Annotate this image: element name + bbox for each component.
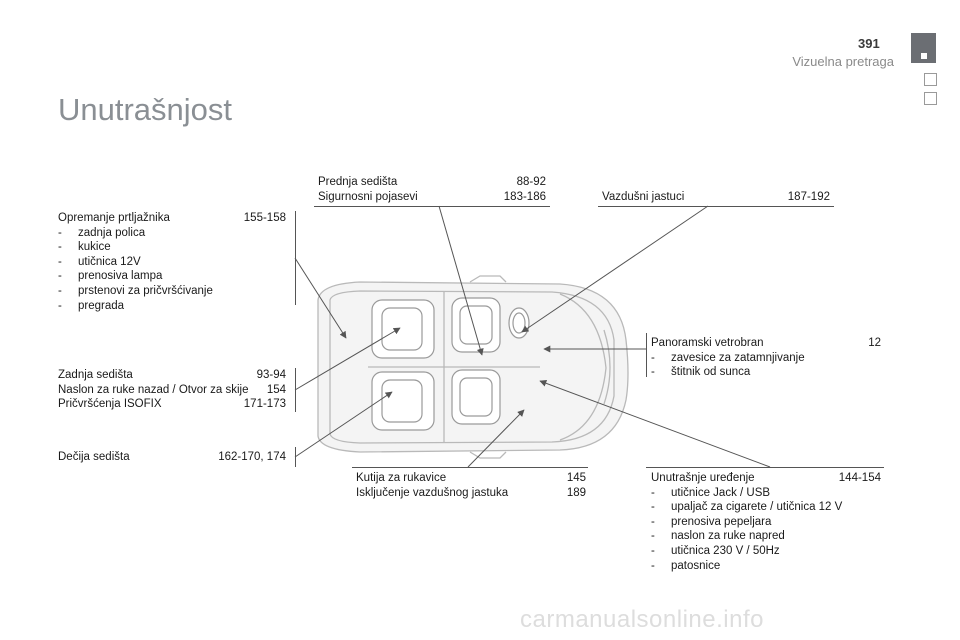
list-item: -utičnica 12V xyxy=(58,255,141,268)
leader-lines xyxy=(294,205,771,468)
block-interior-fittings: Unutrašnje uređenje 144-154 -utičnice Jac… xyxy=(651,471,881,573)
list-item: -prenosiva lampa xyxy=(58,270,163,283)
section-tab-inactive-2 xyxy=(924,92,937,105)
square-icon xyxy=(921,53,927,59)
entry-label: Pričvršćenja ISOFIX xyxy=(58,398,162,411)
entry-pages: 93-94 xyxy=(256,369,286,381)
block-child-seats: Dečija sedišta 162-170, 174 xyxy=(58,450,286,465)
list-item: -utičnica 230 V / 50Hz xyxy=(651,544,780,557)
airbags-row: Vazdušni jastuci 187-192 xyxy=(602,190,830,205)
entry-label: Kutija za rukavice xyxy=(356,472,447,484)
glovebox-row: Kutija za rukavice 145 xyxy=(356,471,586,486)
entry-pages: 171-173 xyxy=(243,398,286,411)
list-item: -patosnice xyxy=(651,559,721,572)
list-item: -prstenovi za pričvršćivanje xyxy=(58,284,213,297)
entry-pages: 12 xyxy=(868,337,881,349)
front-seats-row: Prednja sedišta 88-92 xyxy=(318,175,546,190)
block-glovebox: Kutija za rukavice 145 Isključenje vazduš… xyxy=(356,471,586,500)
entry-label: Naslon za ruke nazad / Otvor za skije xyxy=(58,383,249,396)
list-item: -štitnik od sunca xyxy=(651,366,751,379)
entry-label: Panoramski vetrobran xyxy=(651,337,764,349)
rule-interior-fittings xyxy=(646,467,884,468)
child-seats-row: Dečija sedišta 162-170, 174 xyxy=(58,450,286,465)
entry-pages: 187-192 xyxy=(787,191,830,203)
entry-pages: 189 xyxy=(566,486,586,499)
list-item: -naslon za ruke napred xyxy=(651,530,785,543)
block-front-seats: Prednja sedišta 88-92 Sigurnosni pojasevi… xyxy=(318,175,546,204)
windscreen-row: Panoramski vetrobran 12 xyxy=(651,336,881,351)
interior-fittings-row: Unutrašnje uređenje 144-154 xyxy=(651,471,881,486)
entry-pages: 145 xyxy=(566,472,586,484)
rear-seats xyxy=(371,299,435,431)
airbag-deactivation-row: Isključenje vazdušnog jastuka 189 xyxy=(356,486,586,501)
rear-seats-row: Zadnja sedišta 93-94 xyxy=(58,368,286,383)
list-item: -upaljač za cigarete / utičnica 12 V xyxy=(651,501,843,514)
entry-label: Vazdušni jastuci xyxy=(602,191,685,203)
page-title: Unutrašnjost xyxy=(58,92,233,127)
entry-pages: 88-92 xyxy=(516,176,546,188)
rule-glovebox xyxy=(352,467,588,468)
boot-fittings-row: Opremanje prtljažnika 155-158 xyxy=(58,211,286,226)
entry-label: Dečija sedišta xyxy=(58,451,130,463)
entry-label: Prednja sedišta xyxy=(318,176,398,188)
block-boot-fittings: Opremanje prtljažnika 155-158 -zadnja pol… xyxy=(58,211,286,313)
entry-label: Isključenje vazdušnog jastuka xyxy=(356,486,509,499)
list-item: -utičnice Jack / USB xyxy=(651,486,771,499)
list-item: -zavesice za zatamnjivanje xyxy=(651,351,805,364)
block-rear-seats: Zadnja sedišta 93-94 Naslon za ruke nazad… xyxy=(58,368,286,412)
list-item: -pregrada xyxy=(58,299,125,312)
isofix-row: Pričvršćenja ISOFIX 171-173 xyxy=(58,397,286,412)
entry-label: Opremanje prtljažnika xyxy=(58,212,170,224)
armrest-row: Naslon za ruke nazad / Otvor za skije 154 xyxy=(58,383,286,398)
list-item: -zadnja polica xyxy=(58,226,146,239)
rule-front-seats xyxy=(314,206,550,207)
section-tab-active xyxy=(911,33,936,63)
watermark: carmanualsonline.info xyxy=(520,606,764,633)
block-panoramic-windscreen: Panoramski vetrobran 12 -zavesice za zata… xyxy=(651,336,881,380)
entry-pages: 155-158 xyxy=(243,212,286,224)
page-number: 391 xyxy=(858,36,880,51)
entry-pages: 154 xyxy=(266,383,286,396)
front-seats xyxy=(451,297,530,425)
entry-pages: 162-170, 174 xyxy=(218,451,286,463)
entry-pages: 183-186 xyxy=(503,190,546,203)
entry-label: Sigurnosni pojasevi xyxy=(318,190,418,203)
section-name: Vizuelna pretraga xyxy=(792,54,894,69)
list-item: -kukice xyxy=(58,241,111,254)
rule-airbags xyxy=(598,206,834,207)
entry-pages: 144-154 xyxy=(838,472,881,484)
vrule-windscreen xyxy=(646,333,647,377)
seat-belts-row: Sigurnosni pojasevi 183-186 xyxy=(318,190,546,205)
section-tab-inactive-1 xyxy=(924,73,937,86)
list-item: -prenosiva pepeljara xyxy=(651,515,772,528)
block-airbags: Vazdušni jastuci 187-192 xyxy=(602,190,830,205)
entry-label: Zadnja sedišta xyxy=(58,369,133,381)
entry-label: Unutrašnje uređenje xyxy=(651,472,755,484)
